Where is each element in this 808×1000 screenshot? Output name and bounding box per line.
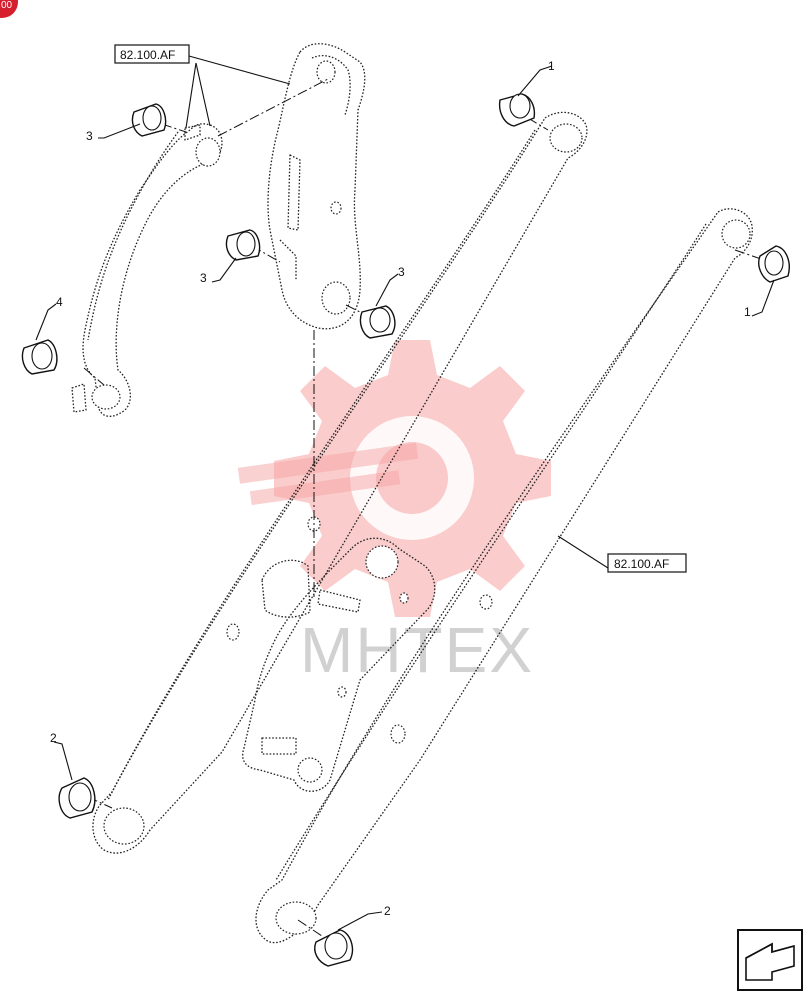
previous-page-arrow-icon[interactable] <box>737 929 803 991</box>
callout-2-bottom: 2 <box>337 904 391 931</box>
svg-text:3: 3 <box>398 265 405 279</box>
bushing-1-top <box>498 93 536 127</box>
svg-text:2: 2 <box>50 731 57 745</box>
bushing-2-bottom <box>314 929 354 967</box>
svg-text:3: 3 <box>200 271 207 285</box>
callout-3-mid-left: 3 <box>200 257 237 285</box>
watermark-logo: МНТЕХ <box>237 340 551 686</box>
bushing-3-mid-left <box>225 229 261 261</box>
top-rocker-plate <box>267 43 366 330</box>
callout-2-left: 2 <box>50 731 73 781</box>
svg-text:4: 4 <box>56 295 63 309</box>
watermark-text: МНТЕХ <box>300 614 534 686</box>
svg-text:82.100.AF: 82.100.AF <box>614 557 669 571</box>
bushing-3-top-left <box>131 103 167 137</box>
bushing-3-mid-right <box>359 305 396 339</box>
bushing-2-left <box>58 777 96 819</box>
callout-4-left: 4 <box>35 295 63 341</box>
callout-3-mid-right: 3 <box>375 265 405 307</box>
callout-1-top: 1 <box>517 59 555 97</box>
svg-text:1: 1 <box>548 59 555 73</box>
bushing-4 <box>21 339 58 375</box>
svg-text:2: 2 <box>384 904 391 918</box>
svg-text:3: 3 <box>86 129 93 143</box>
reference-box-right[interactable]: 82.100.AF <box>557 535 687 573</box>
long-lift-arm-upper <box>92 111 588 854</box>
callout-3-top-left: 3 <box>86 123 141 143</box>
left-bell-crank-arm <box>71 123 223 417</box>
reference-box-top-left[interactable]: 82.100.AF <box>114 44 291 129</box>
svg-text:1: 1 <box>744 305 751 319</box>
long-lift-arm-lower <box>255 208 753 944</box>
svg-text:82.100.AF: 82.100.AF <box>120 48 175 62</box>
callout-1-right: 1 <box>744 279 775 319</box>
corner-badge: 00 <box>0 0 18 18</box>
svg-text:00: 00 <box>1 0 13 11</box>
bushing-1-right <box>758 245 790 283</box>
center-frame-crossmember <box>242 537 436 792</box>
